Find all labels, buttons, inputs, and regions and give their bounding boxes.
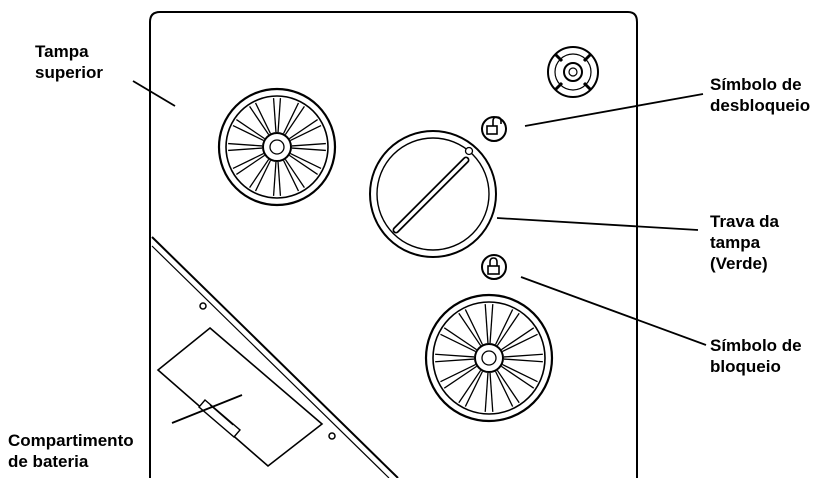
cover-latch-dial <box>369 130 497 258</box>
label-unlock-symbol-line1: Símbolo de <box>710 75 802 94</box>
battery-door-latch <box>198 399 241 438</box>
spool-wheel-icon <box>217 87 337 207</box>
label-unlock-symbol: Símbolo de desbloqueio <box>710 74 810 116</box>
locked-padlock-icon <box>481 254 507 280</box>
label-unlock-symbol-line2: desbloqueio <box>710 96 811 115</box>
leader-lock-symbol <box>520 276 707 346</box>
battery-panel <box>151 236 399 478</box>
label-cover-latch-line2: tampa <box>710 233 761 252</box>
label-battery-compartment-line1: Compartimento <box>8 431 134 450</box>
label-top-cover: Tampa superior <box>35 41 103 83</box>
label-battery-compartment-line2: de bateria <box>8 452 89 471</box>
label-top-cover-line2: superior <box>35 63 104 82</box>
label-lock-symbol: Símbolo de bloqueio <box>710 335 802 377</box>
label-battery-compartment: Compartimento de bateria <box>8 430 134 472</box>
spool-wheel-icon <box>424 293 554 423</box>
leader-top-cover <box>132 80 176 107</box>
top-knob-icon <box>547 46 599 98</box>
label-cover-latch-line1: Trava da <box>710 212 779 231</box>
unlocked-padlock-icon <box>481 116 507 142</box>
label-top-cover-line1: Tampa <box>35 42 89 61</box>
leader-battery <box>171 394 243 424</box>
leader-lines <box>132 80 707 424</box>
label-lock-symbol-line2: bloqueio <box>710 357 781 376</box>
label-cover-latch: Trava da tampa (Verde) <box>710 211 779 274</box>
label-cover-latch-line3: (Verde) <box>710 254 768 273</box>
label-lock-symbol-line1: Símbolo de <box>710 336 802 355</box>
battery-compartment-door <box>156 326 324 468</box>
leader-unlock-symbol <box>524 93 704 127</box>
leader-cover-latch <box>496 217 699 231</box>
